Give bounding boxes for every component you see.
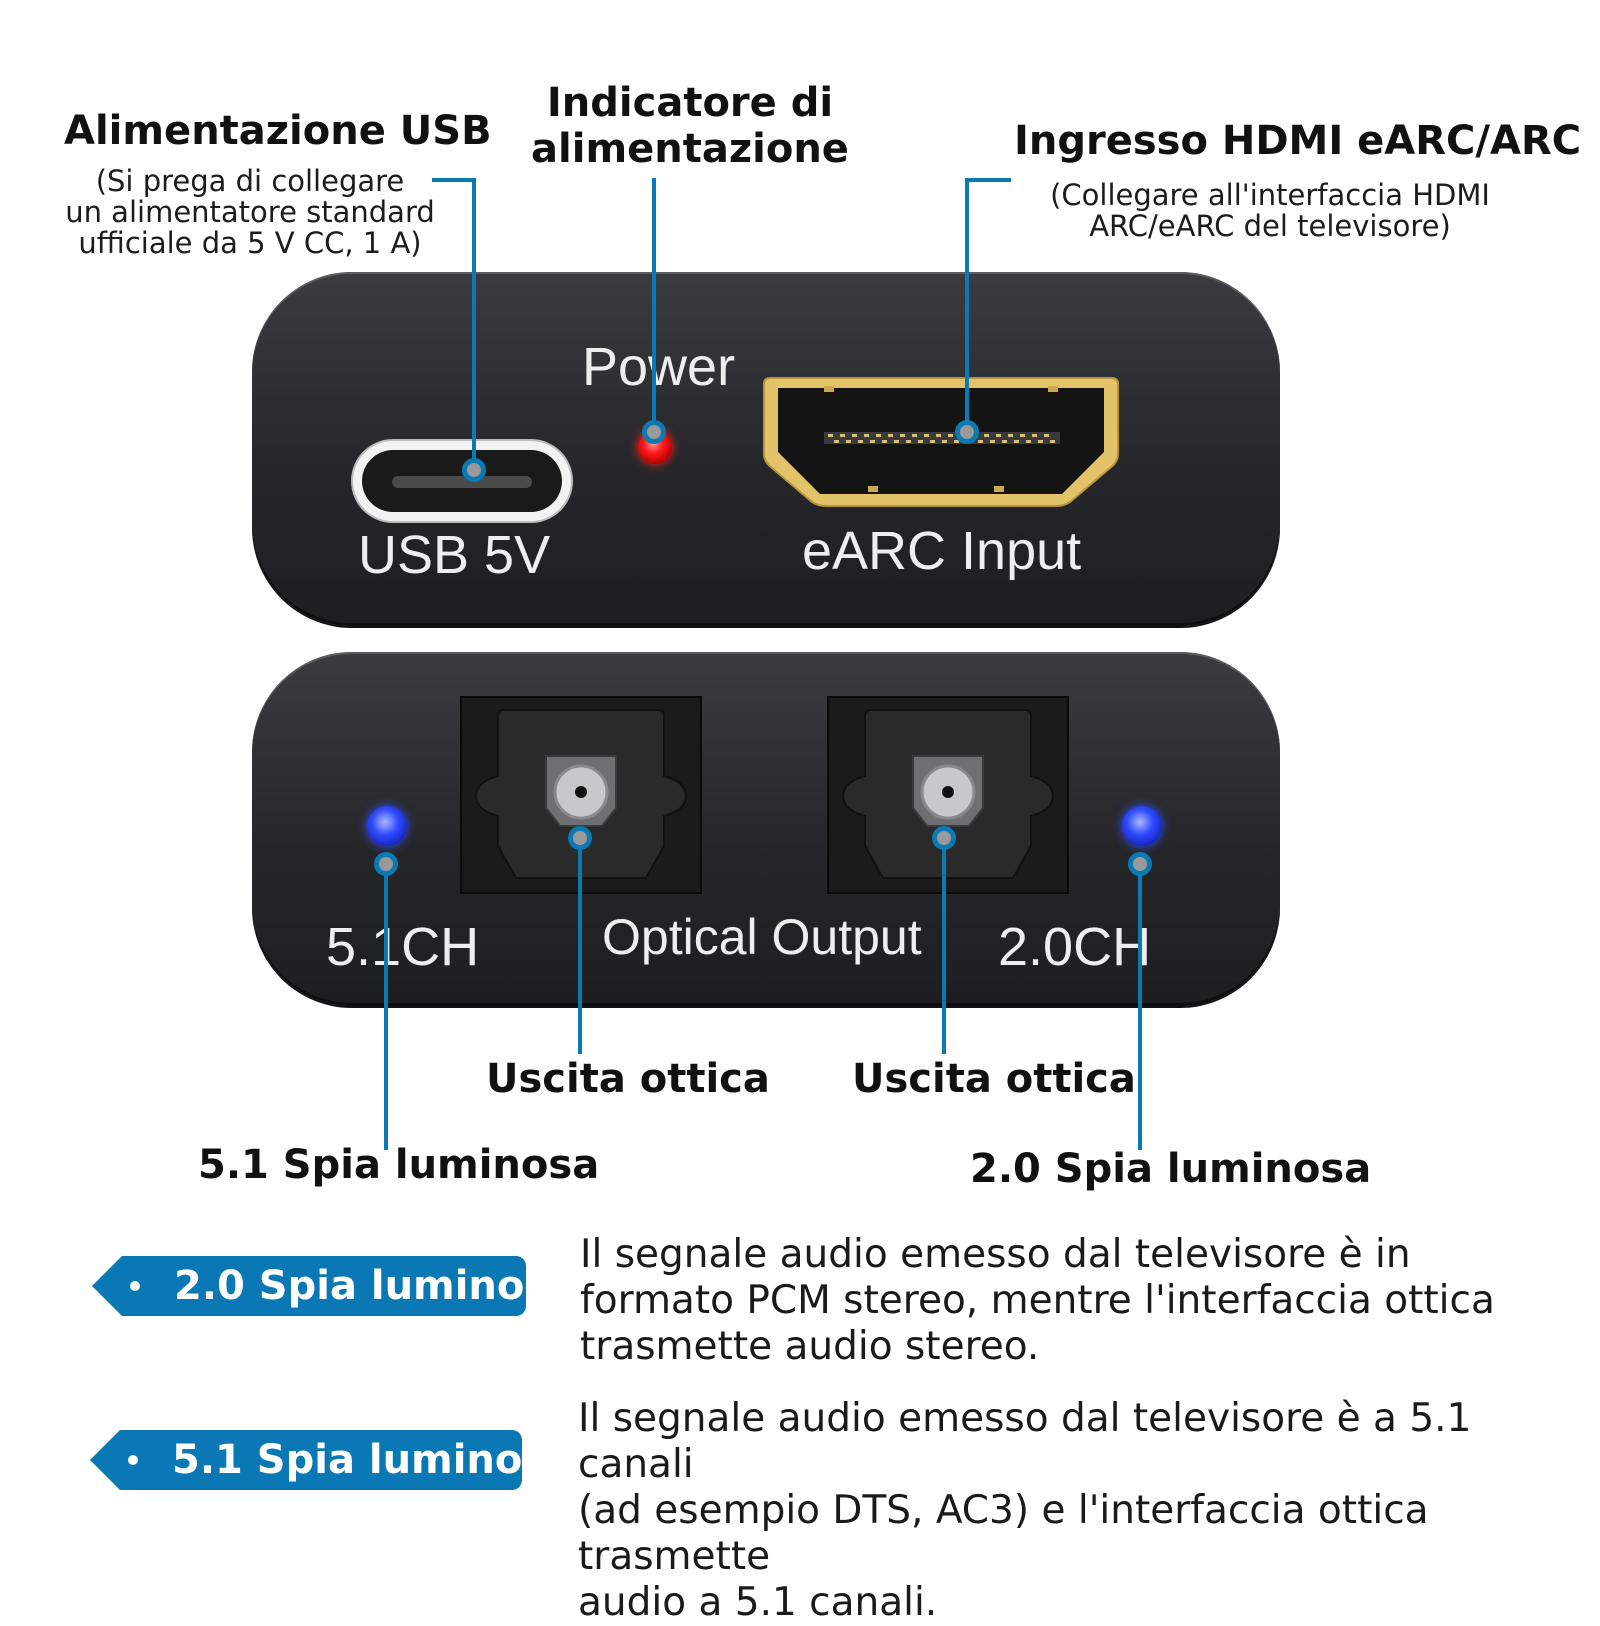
legend-desc-51: Il segnale audio emesso dal televisore è… (578, 1396, 1578, 1626)
usb-label: USB 5V (358, 525, 551, 585)
led-51-channel (367, 806, 407, 846)
leader-line-usb-v (472, 178, 476, 468)
legend-desc-line: trasmette audio stereo. (580, 1324, 1040, 1369)
pin-led-51 (374, 852, 398, 876)
led-20-caption: 2.0 Spia luminosa (970, 1146, 1372, 1192)
leader-line-power (652, 178, 656, 428)
pin-power (642, 420, 666, 444)
legend-tag-20: 2.0 Spia luminosa (92, 1256, 575, 1316)
tag-dot-icon (130, 1281, 140, 1291)
leader-line-led-20 (1138, 874, 1142, 1150)
usb-callout-line: un alimentatore standard (65, 195, 435, 229)
power-callout-line: alimentazione (531, 126, 849, 172)
optical-left-caption: Uscita ottica (486, 1056, 770, 1102)
pin-led-20 (1128, 852, 1152, 876)
leader-line-hdmi-h (965, 178, 1011, 182)
power-label: Power (582, 337, 736, 397)
ch20-label: 2.0CH (998, 917, 1152, 977)
legend-desc-line: formato PCM stereo, mentre l'interfaccia… (580, 1278, 1495, 1323)
usb-callout-line: (Si prega di collegare (95, 164, 405, 198)
usb-c-port (353, 441, 571, 521)
hdmi-callout-title: Ingresso HDMI eARC/ARC (1014, 118, 1582, 164)
legend-desc-line: Il segnale audio emesso dal televisore è… (578, 1396, 1472, 1487)
device-bottom-panel (252, 652, 1280, 1006)
hdmi-callout-subtitle: (Collegare all'interfaccia HDMI ARC/eARC… (1040, 180, 1500, 242)
pin-optical-left (568, 826, 592, 850)
legend-desc-20: Il segnale audio emesso dal televisore è… (580, 1232, 1570, 1370)
legend-desc-line: audio a 5.1 canali. (578, 1580, 938, 1625)
usb-callout-line: ufficiale da 5 V CC, 1 A) (78, 226, 422, 260)
optical-right-caption: Uscita ottica (852, 1056, 1136, 1102)
hdmi-port (763, 377, 1119, 507)
legend-tag-51-label: 5.1 Spia luminosa (172, 1437, 574, 1483)
earc-label: eARC Input (802, 521, 1082, 581)
power-callout-line: Indicatore di (546, 80, 834, 126)
leader-line-led-51 (384, 874, 388, 1150)
optical-output-label: Optical Output (602, 909, 922, 965)
led-51-caption: 5.1 Spia luminosa (198, 1142, 600, 1188)
leader-line-optical-left (578, 848, 582, 1054)
legend-tag-51: 5.1 Spia luminosa (90, 1430, 573, 1490)
ch51-label: 5.1CH (326, 917, 480, 977)
usb-c-tongue (392, 476, 532, 488)
usb-callout-title: Alimentazione USB (64, 108, 492, 154)
pin-optical-right (932, 826, 956, 850)
hdmi-callout-line: ARC/eARC del televisore) (1089, 209, 1451, 243)
legend-desc-line: Il segnale audio emesso dal televisore è… (580, 1232, 1411, 1277)
usb-callout-subtitle: (Si prega di collegare un alimentatore s… (60, 166, 440, 259)
led-20-channel (1122, 806, 1162, 846)
optical-port-right (827, 696, 1069, 894)
leader-line-optical-right (942, 848, 946, 1054)
pin-hdmi (955, 420, 979, 444)
legend-tag-20-label: 2.0 Spia luminosa (174, 1263, 576, 1309)
pin-usb (462, 458, 486, 482)
tag-dot-icon (128, 1455, 138, 1465)
leader-line-hdmi-v (965, 178, 969, 422)
legend-desc-line: (ad esempio DTS, AC3) e l'interfaccia ot… (578, 1488, 1429, 1579)
leader-line-usb-h (432, 178, 476, 182)
hdmi-callout-line: (Collegare all'interfaccia HDMI (1050, 178, 1490, 212)
power-callout-title: Indicatore di alimentazione (520, 80, 860, 172)
usb-c-port-opening (362, 450, 562, 512)
